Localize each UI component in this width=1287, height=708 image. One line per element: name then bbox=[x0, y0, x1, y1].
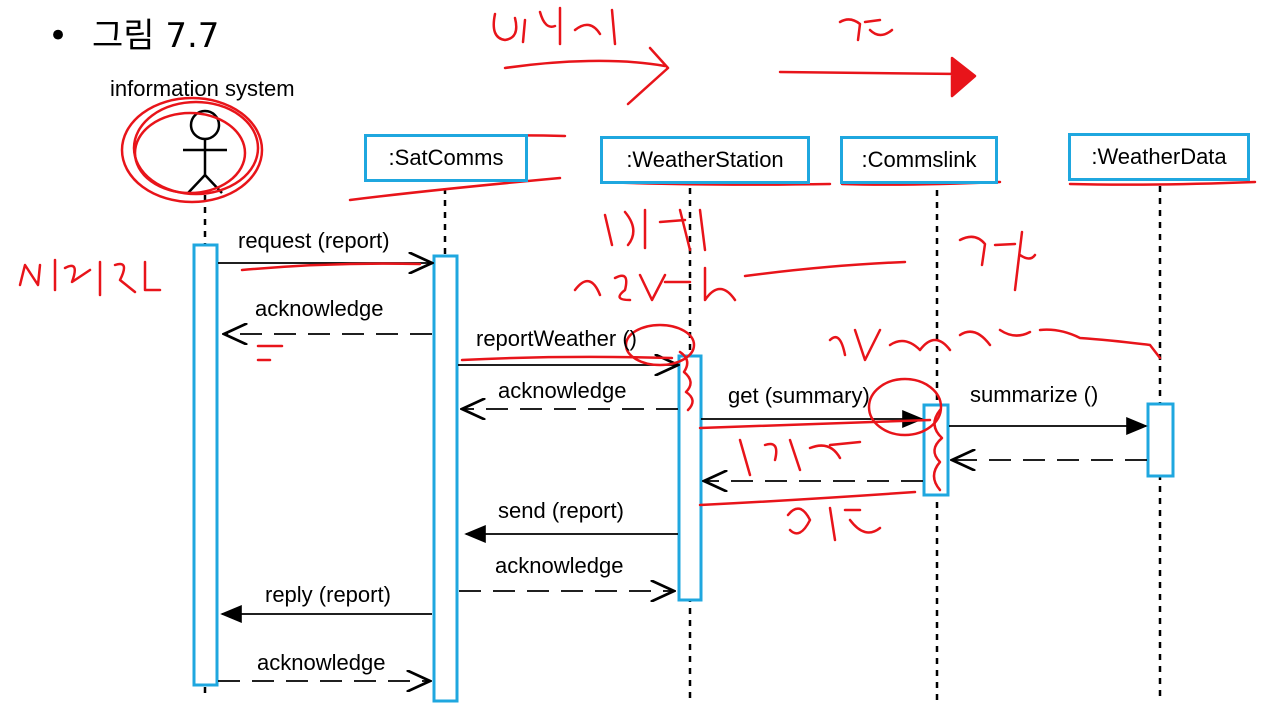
message-label: summarize () bbox=[970, 382, 1099, 407]
lifeline-label: :Commslink bbox=[861, 147, 977, 172]
handwritten-annotations bbox=[18, 6, 1257, 542]
message-label: reportWeather () bbox=[476, 326, 637, 351]
lifeline-box-satcomms: :SatComms bbox=[364, 134, 528, 182]
message-label: acknowledge bbox=[257, 650, 386, 675]
activation-weatherstation bbox=[677, 354, 703, 602]
message-label: acknowledge bbox=[255, 296, 384, 321]
bullet: • bbox=[48, 16, 69, 56]
lifeline-label: :SatComms bbox=[388, 145, 504, 170]
lifeline-box-weatherdata: :WeatherData bbox=[1068, 133, 1250, 181]
actor-label: information system bbox=[110, 76, 295, 101]
actor-stick-figure-icon bbox=[183, 109, 227, 194]
lifeline-box-weatherstation: :WeatherStation bbox=[600, 136, 810, 184]
activation-actor bbox=[192, 243, 219, 687]
message-label: acknowledge bbox=[495, 553, 624, 578]
activation-bars bbox=[192, 243, 1175, 703]
message-label: send (report) bbox=[498, 498, 624, 523]
activation-satcomms bbox=[432, 254, 459, 703]
message-label: get (summary) bbox=[728, 383, 870, 408]
message-label: acknowledge bbox=[498, 378, 627, 403]
lifeline-box-commslink: :Commslink bbox=[840, 136, 998, 184]
activation-weatherdata bbox=[1146, 402, 1175, 478]
lifeline-label: :WeatherStation bbox=[626, 147, 784, 172]
message-label: request (report) bbox=[238, 228, 390, 253]
lifeline-label: :WeatherData bbox=[1091, 144, 1227, 169]
slide-title: • 그림 7.7 bbox=[48, 8, 219, 57]
message-label: reply (report) bbox=[265, 582, 391, 607]
title-text: 그림 7.7 bbox=[92, 16, 220, 56]
